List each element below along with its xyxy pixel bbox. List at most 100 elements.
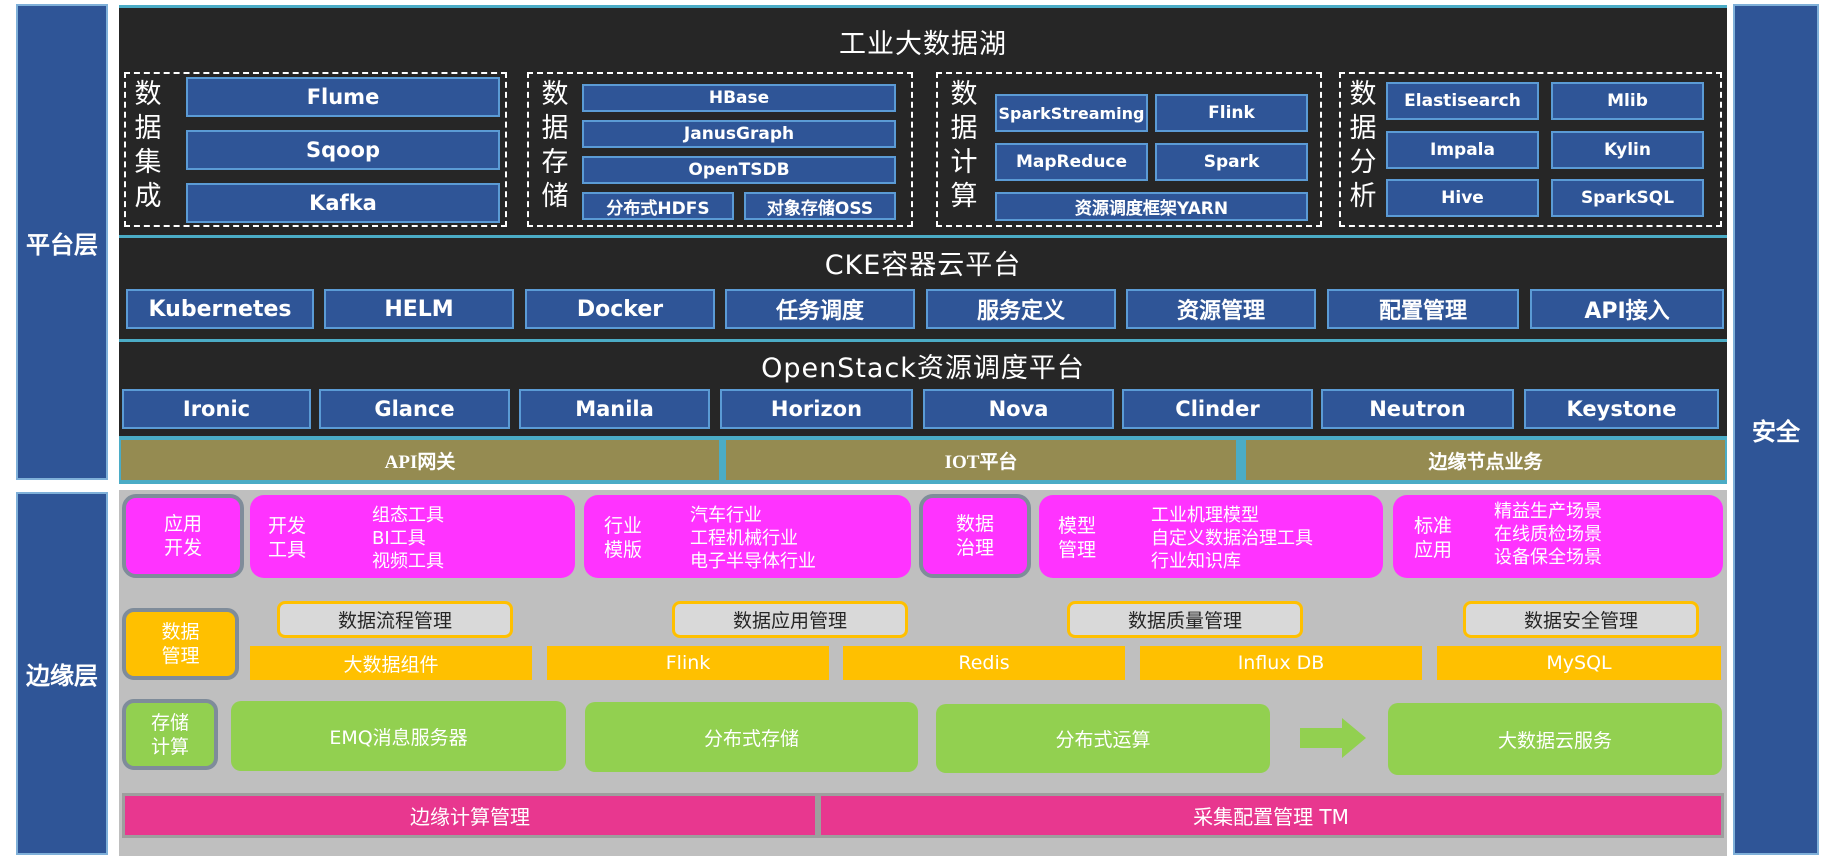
dev-tools-list: 组态工具 BI工具 视频工具 bbox=[372, 504, 444, 573]
item-sparkstreaming: SparkStreaming bbox=[995, 94, 1148, 132]
list-item: 工业机理模型 bbox=[1151, 505, 1259, 526]
group-label-storage: 数 据 存 储 bbox=[535, 78, 575, 214]
list-item: 在线质检场景 bbox=[1494, 524, 1602, 545]
collect-config-mgmt: 采集配置管理 TM bbox=[821, 796, 1721, 835]
group-data-analysis bbox=[1339, 72, 1722, 227]
gateway-api: API网关 bbox=[121, 440, 719, 480]
cke-title: CKE容器云平台 bbox=[824, 250, 1022, 281]
platform-layer-label: 平台层 bbox=[16, 4, 108, 480]
list-item: BI工具 bbox=[372, 528, 426, 549]
label-char: 据 bbox=[950, 113, 978, 144]
item-flume: Flume bbox=[186, 77, 500, 117]
list-item: 视频工具 bbox=[372, 551, 444, 572]
label-char: 集 bbox=[134, 147, 162, 178]
item-spark: Spark bbox=[1155, 143, 1308, 181]
edge-layer-text: 边缘层 bbox=[26, 662, 98, 690]
item-flink: Flink bbox=[1155, 94, 1308, 132]
cke-item: Kubernetes bbox=[126, 289, 314, 329]
group-data-storage bbox=[527, 72, 913, 227]
item-kylin: Kylin bbox=[1551, 131, 1704, 169]
item-mapreduce: MapReduce bbox=[995, 143, 1148, 181]
list-item: 精益生产场景 bbox=[1494, 501, 1602, 522]
label-char: 计 bbox=[950, 147, 978, 178]
label-char: 据 bbox=[541, 113, 569, 144]
storage-item: 分布式运算 bbox=[936, 704, 1270, 773]
cke-item: API接入 bbox=[1530, 289, 1724, 329]
component-item: MySQL bbox=[1437, 646, 1721, 680]
list-item: 组态工具 bbox=[372, 505, 444, 526]
label-char: 数 bbox=[950, 79, 978, 110]
group-data-integration bbox=[124, 72, 507, 227]
mgmt-item: 数据安全管理 bbox=[1463, 601, 1699, 638]
storage-item: 分布式存储 bbox=[585, 702, 918, 772]
group-label-integration: 数 据 集 成 bbox=[128, 78, 168, 214]
list-item: 电子半导体行业 bbox=[690, 551, 816, 572]
industry-template-box bbox=[584, 495, 911, 578]
group-data-compute bbox=[936, 72, 1322, 227]
item-mlib: Mlib bbox=[1551, 82, 1704, 120]
list-item: 自定义数据治理工具 bbox=[1151, 528, 1313, 549]
label-char: 据 bbox=[1349, 113, 1377, 144]
item-hbase: HBase bbox=[582, 84, 896, 112]
list-item: 工程机械行业 bbox=[690, 528, 798, 549]
openstack-item: Nova bbox=[923, 389, 1114, 429]
group-label-compute: 数 据 计 算 bbox=[944, 78, 984, 214]
cke-item: 资源管理 bbox=[1126, 289, 1316, 329]
label-char: 据 bbox=[134, 113, 162, 144]
security-text: 安全 bbox=[1752, 418, 1800, 446]
item-hdfs: 分布式HDFS bbox=[582, 192, 734, 220]
openstack-item: Neutron bbox=[1321, 389, 1514, 429]
label-char: 数 bbox=[1349, 79, 1377, 110]
openstack-item: Clinder bbox=[1122, 389, 1313, 429]
openstack-item: Manila bbox=[519, 389, 710, 429]
item-sparksql: SparkSQL bbox=[1551, 179, 1704, 217]
list-item: 汽车行业 bbox=[690, 505, 762, 526]
component-item: Influx DB bbox=[1140, 646, 1422, 680]
item-impala: Impala bbox=[1386, 131, 1539, 169]
item-kafka: Kafka bbox=[186, 183, 500, 223]
openstack-item: Glance bbox=[319, 389, 510, 429]
data-governance-box: 数据 治理 bbox=[919, 494, 1031, 578]
storage-item: 大数据云服务 bbox=[1388, 703, 1722, 775]
edge-compute-mgmt: 边缘计算管理 bbox=[125, 796, 815, 835]
model-mgmt-box bbox=[1039, 495, 1383, 578]
component-item: Redis bbox=[843, 646, 1125, 680]
mgmt-item: 数据应用管理 bbox=[672, 601, 908, 638]
mgmt-item: 数据流程管理 bbox=[277, 601, 513, 638]
gateway-edge-node: 边缘节点业务 bbox=[1246, 440, 1725, 480]
cke-item: 配置管理 bbox=[1327, 289, 1519, 329]
cke-item: HELM bbox=[324, 289, 514, 329]
label-char: 析 bbox=[1349, 181, 1377, 212]
item-yarn: 资源调度框架YARN bbox=[995, 192, 1308, 221]
data-lake-title: 工业大数据湖 bbox=[839, 29, 1007, 60]
cke-item: 服务定义 bbox=[926, 289, 1116, 329]
list-item: 行业知识库 bbox=[1151, 551, 1241, 572]
label-char: 成 bbox=[134, 181, 162, 212]
industry-template-label: 行业 模版 bbox=[604, 515, 643, 561]
item-opentsdb: OpenTSDB bbox=[582, 156, 896, 184]
mgmt-item: 数据质量管理 bbox=[1067, 601, 1303, 638]
openstack-title: OpenStack资源调度平台 bbox=[761, 353, 1085, 384]
label-char: 数 bbox=[541, 79, 569, 110]
component-item: Flink bbox=[547, 646, 829, 680]
dev-tools-label: 开发 工具 bbox=[268, 515, 307, 561]
app-dev-box: 应用 开发 bbox=[122, 494, 244, 578]
storage-compute-box: 存储 计算 bbox=[122, 699, 218, 770]
item-sqoop: Sqoop bbox=[186, 130, 500, 170]
label-char: 分 bbox=[1349, 147, 1377, 178]
cke-item: 任务调度 bbox=[725, 289, 915, 329]
standard-app-box bbox=[1393, 495, 1723, 578]
arrow-right-icon bbox=[1300, 718, 1366, 758]
cke-item: Docker bbox=[525, 289, 715, 329]
storage-item: EMQ消息服务器 bbox=[231, 701, 566, 771]
standard-app-list: 精益生产场景 在线质检场景 设备保全场景 bbox=[1494, 500, 1602, 569]
standard-app-label: 标准 应用 bbox=[1414, 515, 1453, 561]
dev-tools-box bbox=[250, 495, 575, 578]
label-char: 储 bbox=[541, 181, 569, 212]
group-label-analysis: 数 据 分 析 bbox=[1343, 78, 1383, 214]
component-item: 大数据组件 bbox=[250, 646, 532, 680]
platform-layer-text: 平台层 bbox=[26, 230, 98, 259]
list-item: 设备保全场景 bbox=[1494, 547, 1602, 568]
openstack-item: Horizon bbox=[720, 389, 913, 429]
item-janusgraph: JanusGraph bbox=[582, 120, 896, 148]
